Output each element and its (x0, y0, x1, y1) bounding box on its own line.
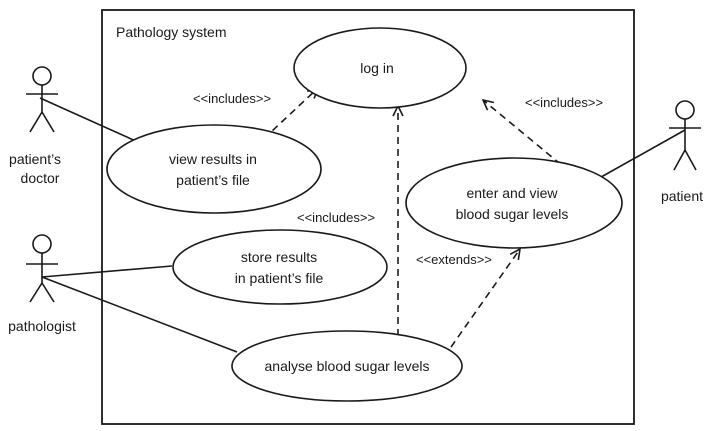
extends-arrow-analyse-enter (450, 249, 520, 348)
actor-doctor-label-line1: patient’s (9, 151, 61, 167)
use-case-log-in[interactable]: log in (293, 27, 467, 109)
use-case-enter-view-blood-sugar[interactable]: enter and view blood sugar levels (405, 157, 623, 249)
actor-pathologist[interactable]: pathologist (8, 234, 76, 334)
use-case-view-results-line1: view results in (169, 151, 257, 167)
actor-pathologist-label: pathologist (8, 318, 76, 334)
use-case-log-in-label: log in (360, 60, 393, 76)
includes-label-view: <<includes>> (193, 91, 271, 106)
association-pathologist-store-results (41, 265, 173, 278)
association-pathologist-analyse (41, 276, 238, 353)
use-case-analyse-label: analyse blood sugar levels (265, 358, 430, 374)
system-title: Pathology system (116, 24, 227, 40)
use-case-analyse-blood-sugar[interactable]: analyse blood sugar levels (231, 330, 463, 402)
actor-patient-label: patient (661, 188, 703, 204)
association-patient-enter-view (593, 129, 686, 182)
use-case-enter-view-line1: enter and view (466, 185, 558, 201)
includes-arrow-enter-login (483, 100, 571, 173)
includes-label-analyse: <<includes>> (297, 210, 375, 225)
use-case-view-results[interactable]: view results in patient’s file (106, 124, 322, 214)
use-case-store-results-line1: store results (241, 249, 317, 265)
use-case-view-results-line2: patient’s file (176, 172, 250, 188)
actor-patients-doctor[interactable]: patient’s doctor (9, 66, 61, 186)
extends-label-analyse: <<extends>> (416, 252, 492, 267)
includes-label-enter: <<includes>> (525, 95, 603, 110)
actor-doctor-label-line2: doctor (21, 170, 60, 186)
stick-figure-icon (26, 66, 58, 133)
actor-patient[interactable]: patient (661, 100, 703, 204)
use-case-enter-view-line2: blood sugar levels (456, 206, 569, 222)
use-case-store-results[interactable]: store results in patient’s file (172, 229, 388, 305)
stick-figure-icon (26, 234, 58, 303)
system-boundary (101, 9, 635, 425)
use-case-store-results-line2: in patient’s file (235, 270, 324, 286)
stick-figure-icon (669, 100, 701, 171)
